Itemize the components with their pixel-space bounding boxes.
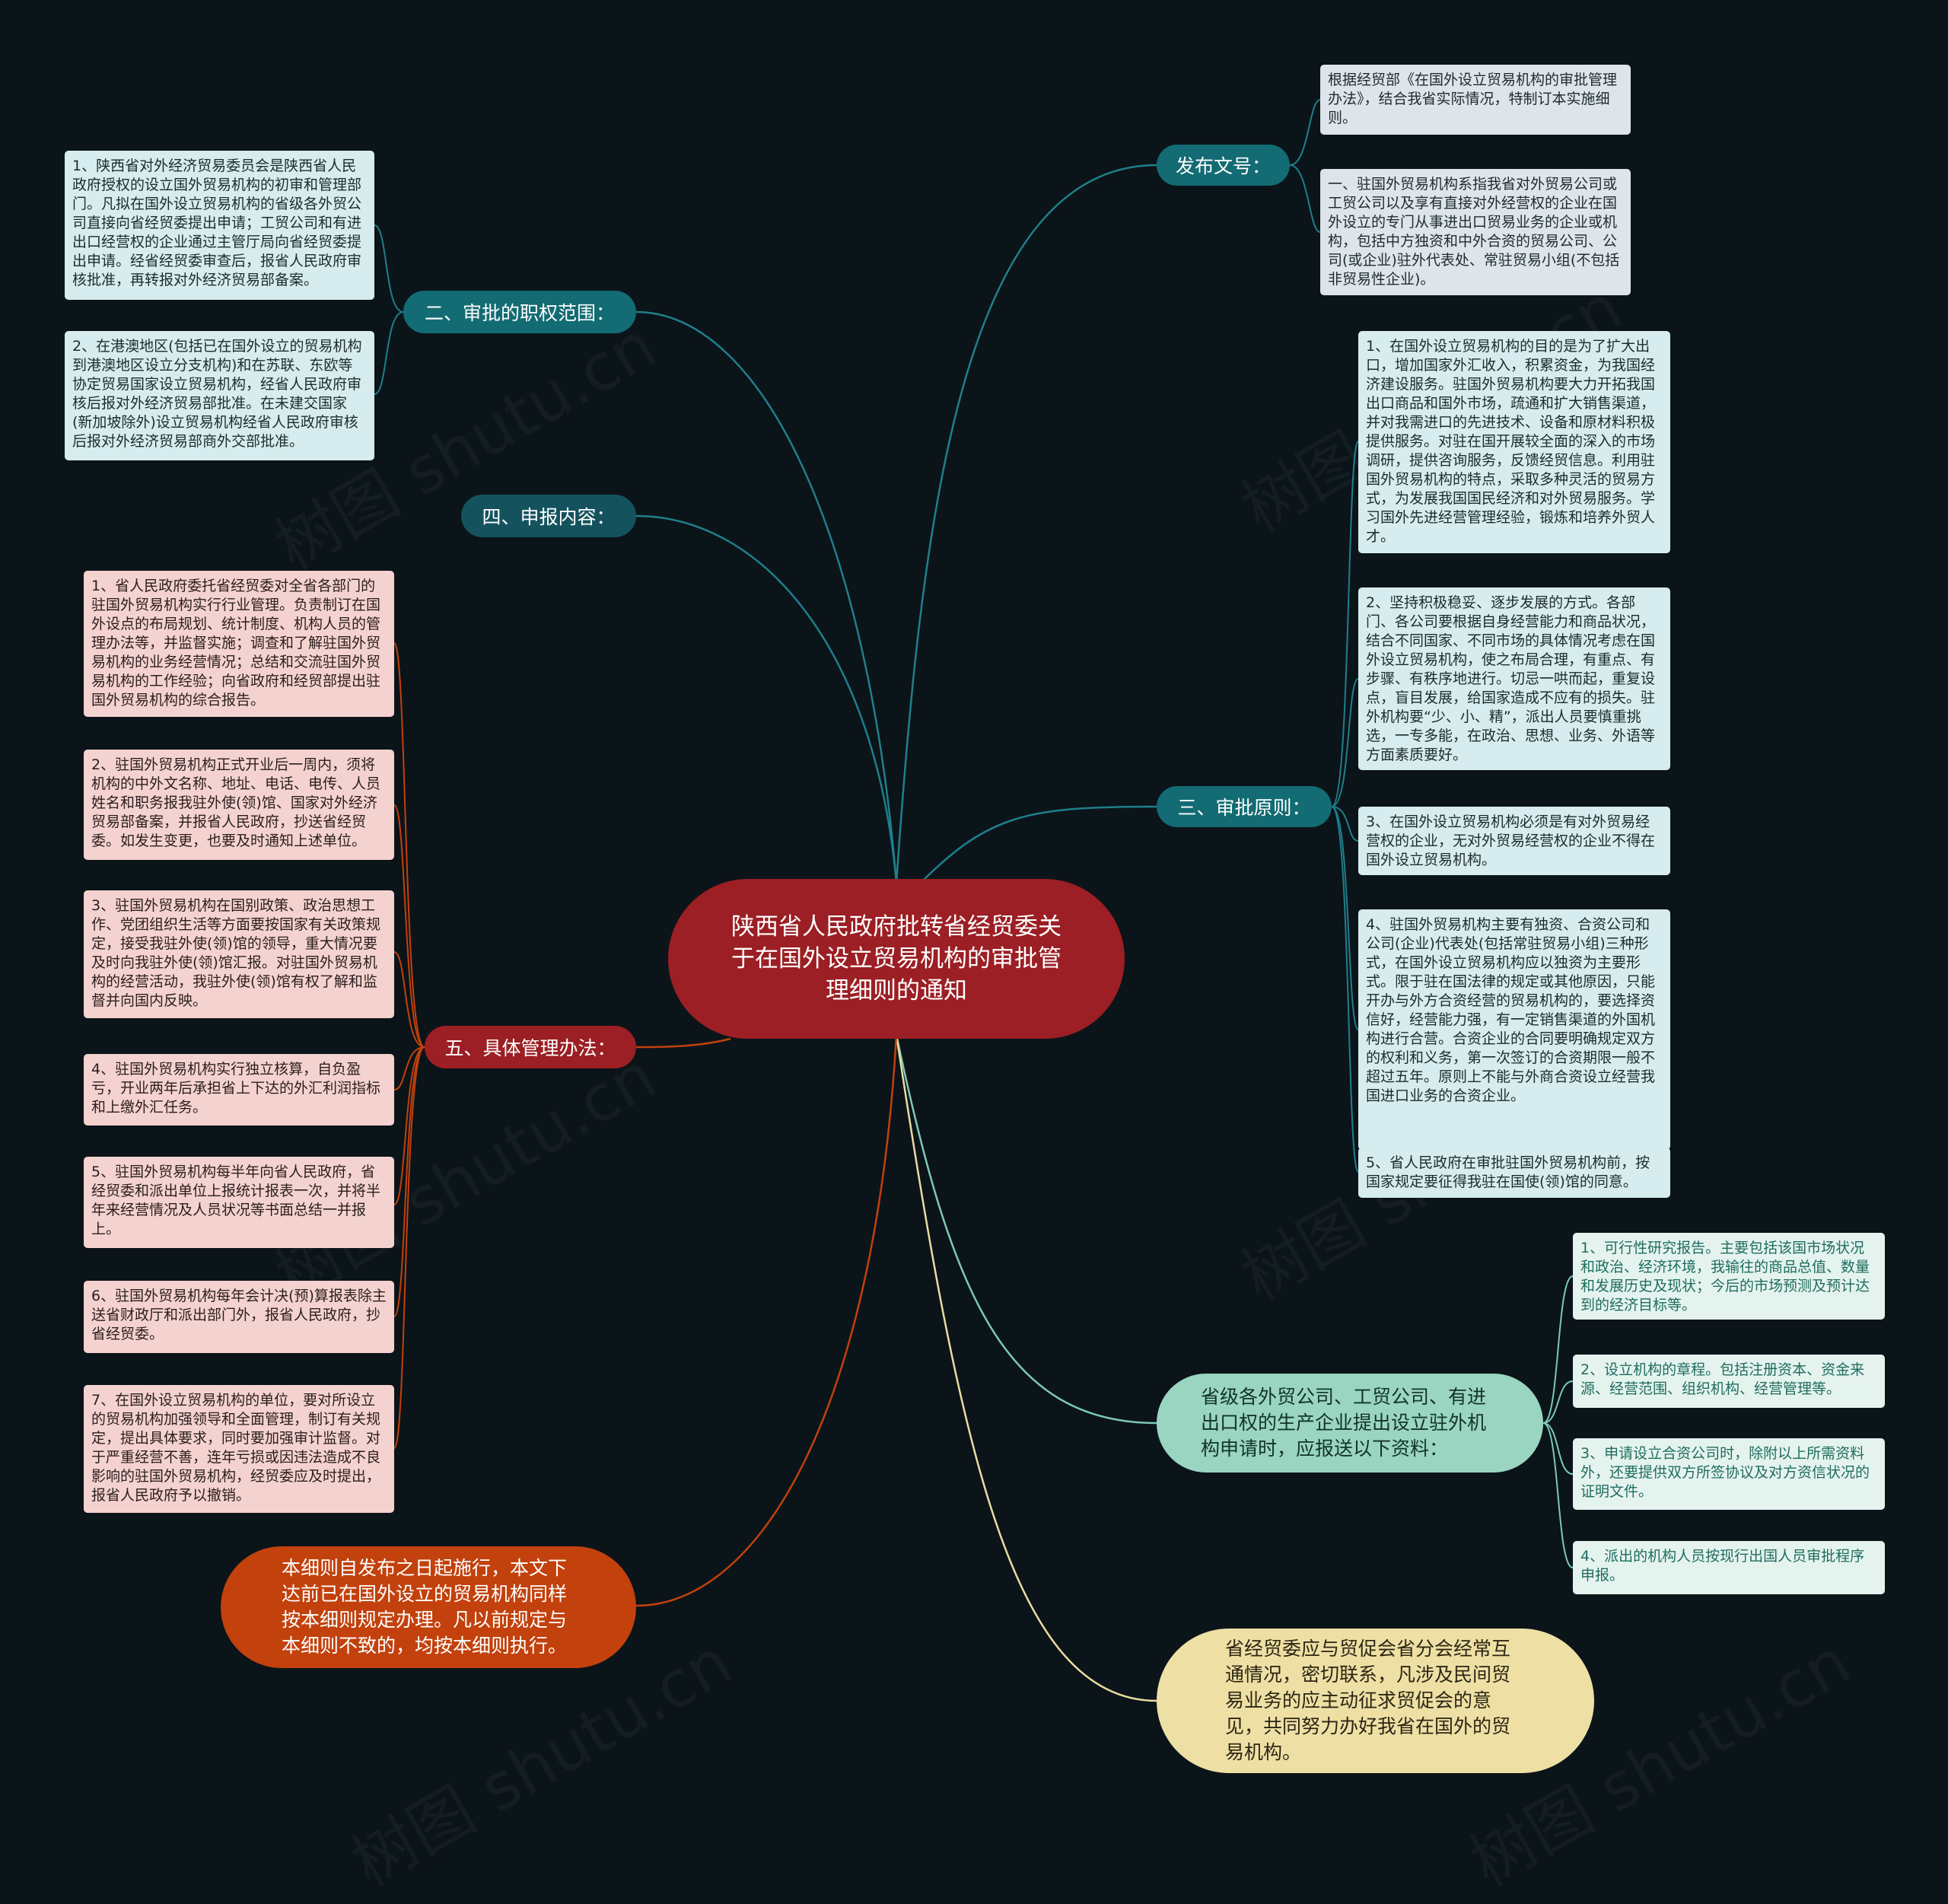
leaf-yuanze-5: 5、省人民政府在审批驻国外贸易机构前，按国家规定要征得我驻在国使(领)馆的同意。 bbox=[1358, 1148, 1670, 1198]
leaf-yuanze-2: 2、坚持积极稳妥、逐步发展的方式。各部门、各公司要根据自身经营能力和商品状况，结… bbox=[1358, 587, 1670, 770]
connector-lines bbox=[374, 99, 1574, 1702]
leaf-ziliao-3: 3、申请设立合资公司时，除附以上所需资料外，还要提供双方所签协议及对方资信状况的… bbox=[1573, 1438, 1885, 1510]
branch-yuanze[interactable]: 三、审批原则： bbox=[1157, 786, 1332, 827]
leaf-yuanze-4: 4、驻国外贸易机构主要有独资、合资公司和公司(企业)代表处(包括常驻贸易小组)三… bbox=[1358, 909, 1670, 1150]
link-center-ziliao bbox=[895, 1034, 1157, 1425]
leaf-ziliao-2: 2、设立机构的章程。包括注册资本、资金来源、经营范围、组织机构、经营管理等。 bbox=[1573, 1355, 1885, 1408]
leaf-yuanze-1: 1、在国外设立贸易机构的目的是为了扩大出口，增加国家外汇收入，积累资金，为我国经… bbox=[1358, 331, 1670, 553]
leaf-ziliao-1: 1、可行性研究报告。主要包括该国市场状况和政治、经济环境，我输往的商品总值、数量… bbox=[1573, 1233, 1885, 1320]
leaf-ziliao-4: 4、派出的机构人员按现行出国人员审批程序申报。 bbox=[1573, 1541, 1885, 1594]
center-topic[interactable]: 陕西省人民政府批转省经贸委关于在国外设立贸易机构的审批管理细则的通知 bbox=[668, 879, 1125, 1039]
branch-shishi[interactable]: 本细则自发布之日起施行，本文下达前已在国外设立的贸易机构同样按本细则规定办理。凡… bbox=[221, 1546, 636, 1668]
leaf-guanli-7: 7、在国外设立贸易机构的单位，要对所设立的贸易机构加强领导和全面管理，制订有关规… bbox=[84, 1385, 394, 1513]
branch-fawen[interactable]: 发布文号： bbox=[1157, 145, 1290, 186]
leaf-zhiquan-1: 1、陕西省对外经济贸易委员会是陕西省人民政府授权的设立国外贸易机构的初审和管理部… bbox=[65, 151, 374, 300]
leaf-guanli-5: 5、驻国外贸易机构每半年向省人民政府，省经贸委和派出单位上报统计报表一次，并将半… bbox=[84, 1157, 394, 1248]
branch-ziliao[interactable]: 省级各外贸公司、工贸公司、有进出口权的生产企业提出设立驻外机构申请时，应报送以下… bbox=[1157, 1374, 1543, 1473]
branch-zhiquan[interactable]: 二、审批的职权范围： bbox=[403, 291, 636, 333]
link-center-fawen bbox=[895, 164, 1157, 884]
link-center-yuanze bbox=[920, 805, 1157, 884]
link-center-guanli bbox=[635, 1037, 731, 1049]
branch-maocu[interactable]: 省经贸委应与贸促会省分会经常互通情况，密切联系，凡涉及民间贸易业务的应主动征求贸… bbox=[1157, 1629, 1594, 1773]
link-center-zhiquan bbox=[635, 310, 898, 884]
branch-shenbao[interactable]: 四、申报内容： bbox=[461, 495, 636, 537]
link-center-maocu bbox=[895, 1034, 1157, 1702]
link-center-shenbao bbox=[635, 514, 898, 884]
leaf-fawen-2: 一、驻国外贸易机构系指我省对外贸易公司或工贸公司以及享有直接对外经营权的企业在国… bbox=[1320, 169, 1631, 295]
link-center-shishi bbox=[635, 1034, 898, 1607]
leaf-fawen-1: 根据经贸部《在国外设立贸易机构的审批管理办法》，结合我省实际情况，特制订本实施细… bbox=[1320, 65, 1631, 135]
leaf-guanli-2: 2、驻国外贸易机构正式开业后一周内，须将机构的中外文名称、地址、电话、电传、人员… bbox=[84, 750, 394, 860]
leaf-guanli-6: 6、驻国外贸易机构每年会计决(预)算报表除主送省财政厅和派出部门外，报省人民政府… bbox=[84, 1281, 394, 1353]
leaf-guanli-4: 4、驻国外贸易机构实行独立核算，自负盈亏，开业两年后承担省上下达的外汇利润指标和… bbox=[84, 1054, 394, 1126]
leaf-yuanze-3: 3、在国外设立贸易机构必须是有对外贸易经营权的企业，无对外贸易经营权的企业不得在… bbox=[1358, 807, 1670, 875]
leaf-zhiquan-2: 2、在港澳地区(包括已在国外设立的贸易机构到港澳地区设立分支机构)和在苏联、东欧… bbox=[65, 331, 374, 460]
leaf-guanli-1: 1、省人民政府委托省经贸委对全省各部门的驻国外贸易机构实行行业管理。负责制订在国… bbox=[84, 571, 394, 717]
branch-guanli[interactable]: 五、具体管理办法： bbox=[425, 1026, 636, 1068]
leaf-guanli-3: 3、驻国外贸易机构在国别政策、政治思想工作、党团组织生活等方面要按国家有关政策规… bbox=[84, 890, 394, 1018]
